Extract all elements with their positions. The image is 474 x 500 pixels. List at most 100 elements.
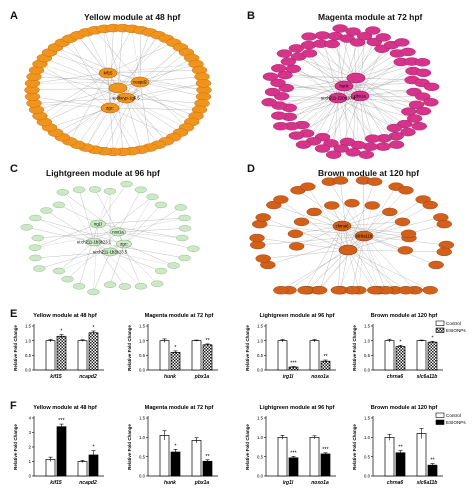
network-edge — [117, 35, 159, 89]
hub-label: si:ch211-1b3b23.5 — [93, 250, 128, 255]
network-edge — [44, 87, 119, 123]
network-node — [293, 217, 310, 227]
network-node — [154, 201, 168, 209]
network-edge — [347, 204, 431, 251]
bar-control — [277, 436, 288, 477]
network-node — [345, 27, 361, 36]
bar-control — [45, 458, 56, 477]
chart-title: Brown module at 120 hpf — [371, 313, 438, 319]
network-node — [415, 68, 432, 78]
y-tick-label: 0.5 — [139, 454, 146, 459]
network-edge — [263, 217, 349, 251]
network-node — [394, 38, 410, 47]
network-hub-node — [332, 220, 352, 232]
network-edge — [320, 43, 361, 97]
significance-marker: *** — [58, 418, 65, 424]
network-node — [350, 38, 366, 47]
bar-esionps — [202, 344, 213, 371]
network-edge — [97, 183, 127, 225]
network-node — [178, 254, 191, 262]
category-label: ncapd2 — [79, 480, 97, 486]
network-edge — [363, 199, 424, 237]
network-hub-node — [350, 90, 370, 102]
significance-marker: ** — [205, 454, 210, 460]
category-label: kif15 — [50, 374, 62, 380]
y-axis-label: Relative Fold Change — [127, 325, 132, 371]
network-node — [423, 98, 439, 107]
y-tick-label: 1.5 — [139, 416, 146, 421]
network-edge — [109, 243, 125, 285]
significance-marker: *** — [322, 447, 329, 453]
hub-label: si:dkeyp-1g6.5 — [112, 96, 140, 101]
y-axis-label: Relative Fold Change — [13, 325, 18, 371]
network-node — [364, 134, 381, 143]
network-edge — [319, 235, 365, 291]
y-tick-label: 1.5 — [25, 324, 32, 329]
network-edge — [55, 47, 141, 83]
network-edge — [347, 249, 445, 253]
network-node — [285, 64, 302, 74]
network-node — [422, 200, 438, 210]
network-node — [414, 58, 431, 67]
hub-label: chrna6 — [336, 224, 349, 229]
network-node — [52, 267, 66, 275]
category-label: slc6a11b — [417, 480, 438, 486]
significance-marker: * — [399, 339, 402, 345]
network-node — [174, 204, 187, 211]
network-edge — [36, 70, 127, 99]
network-node — [356, 31, 373, 41]
network-edge — [125, 97, 187, 128]
category-label: ncapd2 — [79, 374, 97, 380]
network-edge — [69, 38, 111, 109]
network-edge — [359, 48, 383, 97]
hub-label: si:ch211-220e10.4 — [321, 96, 356, 101]
y-tick-label: 1.0 — [364, 435, 371, 440]
network-node — [255, 213, 271, 222]
network-edge — [363, 235, 416, 291]
network-node — [428, 260, 444, 270]
network-node — [87, 288, 100, 296]
network-edge — [359, 36, 365, 97]
network-edge — [117, 38, 167, 89]
network-node — [264, 87, 281, 97]
hub-label: si:ch211-1b3b23.1 — [77, 240, 112, 245]
panel-letter-a: A — [10, 10, 18, 22]
y-tick-label: 1.0 — [257, 435, 264, 440]
network-node — [88, 186, 102, 193]
network-edge — [347, 181, 375, 251]
legend-label-control: Control — [446, 321, 461, 326]
y-tick-label: 1.0 — [257, 338, 264, 343]
network-hub-node — [108, 82, 128, 94]
hub-label: pbx1a — [354, 94, 366, 99]
y-tick-label: 1.5 — [139, 324, 146, 329]
network-edge — [125, 47, 181, 99]
network-edge — [35, 217, 111, 253]
network-node — [146, 193, 159, 201]
network-node — [400, 127, 416, 137]
network-edge — [363, 235, 386, 291]
legend-label-esionps: ESIONPs — [446, 328, 466, 333]
network-hub-node — [110, 227, 126, 237]
significance-marker: * — [60, 329, 63, 335]
network-node — [398, 186, 414, 195]
network-node — [301, 49, 318, 58]
chart-title: Magenta module at 72 hpf — [145, 405, 214, 411]
network-edge — [78, 223, 99, 287]
significance-marker: ** — [323, 354, 328, 360]
legend-label-control: Control — [446, 413, 461, 418]
network-edge — [301, 221, 365, 237]
network-edge — [44, 72, 109, 123]
network-edge — [322, 95, 361, 138]
network-edge — [35, 217, 125, 245]
network-edge — [288, 235, 365, 291]
hub-label: ncapd2 — [133, 80, 147, 85]
network-hub-node — [116, 239, 132, 249]
network-edge — [34, 103, 111, 109]
network-node — [400, 47, 416, 57]
network-node — [273, 286, 289, 295]
network-node — [72, 283, 86, 290]
